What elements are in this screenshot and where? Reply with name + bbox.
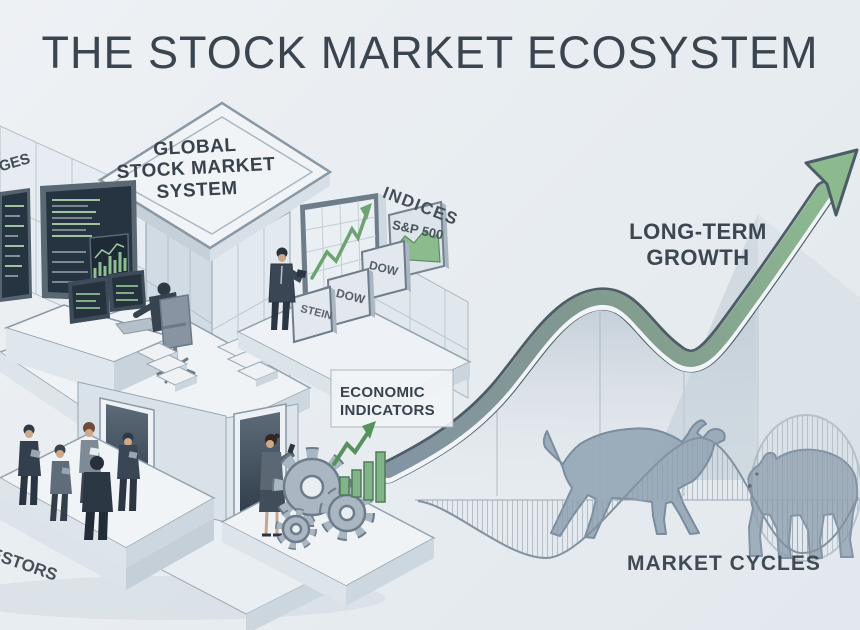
roof-sign-text: GLOBAL STOCK MARKET SYSTEM bbox=[112, 133, 279, 205]
gear-icon-medium bbox=[319, 485, 375, 541]
long-term-growth-label: LONG-TERM GROWTH bbox=[618, 219, 778, 272]
trading-screen-left bbox=[0, 188, 32, 302]
trading-screen-main bbox=[40, 180, 138, 302]
bear-hatch-ellipse bbox=[750, 414, 860, 562]
cycle-wave bbox=[417, 436, 859, 560]
trader-figure bbox=[133, 282, 196, 384]
economic-indicators-line2: INDICATORS bbox=[340, 402, 435, 420]
market-cycle-scene bbox=[376, 148, 860, 562]
market-cycles-label: MARKET CYCLES bbox=[627, 552, 821, 575]
long-term-growth-line2: GROWTH bbox=[646, 245, 750, 271]
economic-sign-panel bbox=[330, 369, 454, 428]
gear-icon-small bbox=[275, 508, 317, 550]
rising-line-icon bbox=[310, 210, 369, 280]
investors-group bbox=[18, 422, 140, 540]
growth-arrow-icon bbox=[804, 148, 859, 217]
office-chair bbox=[159, 294, 193, 350]
long-term-growth-line1: LONG-TERM bbox=[629, 219, 767, 244]
dow-plaque-lower bbox=[326, 267, 375, 328]
growth-band bbox=[376, 180, 837, 484]
building-illustration bbox=[0, 101, 472, 630]
desk-monitors bbox=[68, 270, 159, 335]
cycle-hatch-fill bbox=[418, 438, 858, 558]
stein-plaque bbox=[290, 285, 337, 344]
grid-lines bbox=[496, 300, 759, 496]
analyst-figure bbox=[268, 247, 307, 330]
indicator-arrow-icon bbox=[332, 429, 371, 466]
economic-indicators-line1: ECONOMIC bbox=[340, 384, 425, 401]
page-title: THE STOCK MARKET ECOSYSTEM bbox=[41, 27, 819, 78]
economic-indicators-label: ECONOMIC INDICATORS bbox=[340, 384, 435, 421]
indicator-bar-chart-icon bbox=[332, 421, 386, 503]
